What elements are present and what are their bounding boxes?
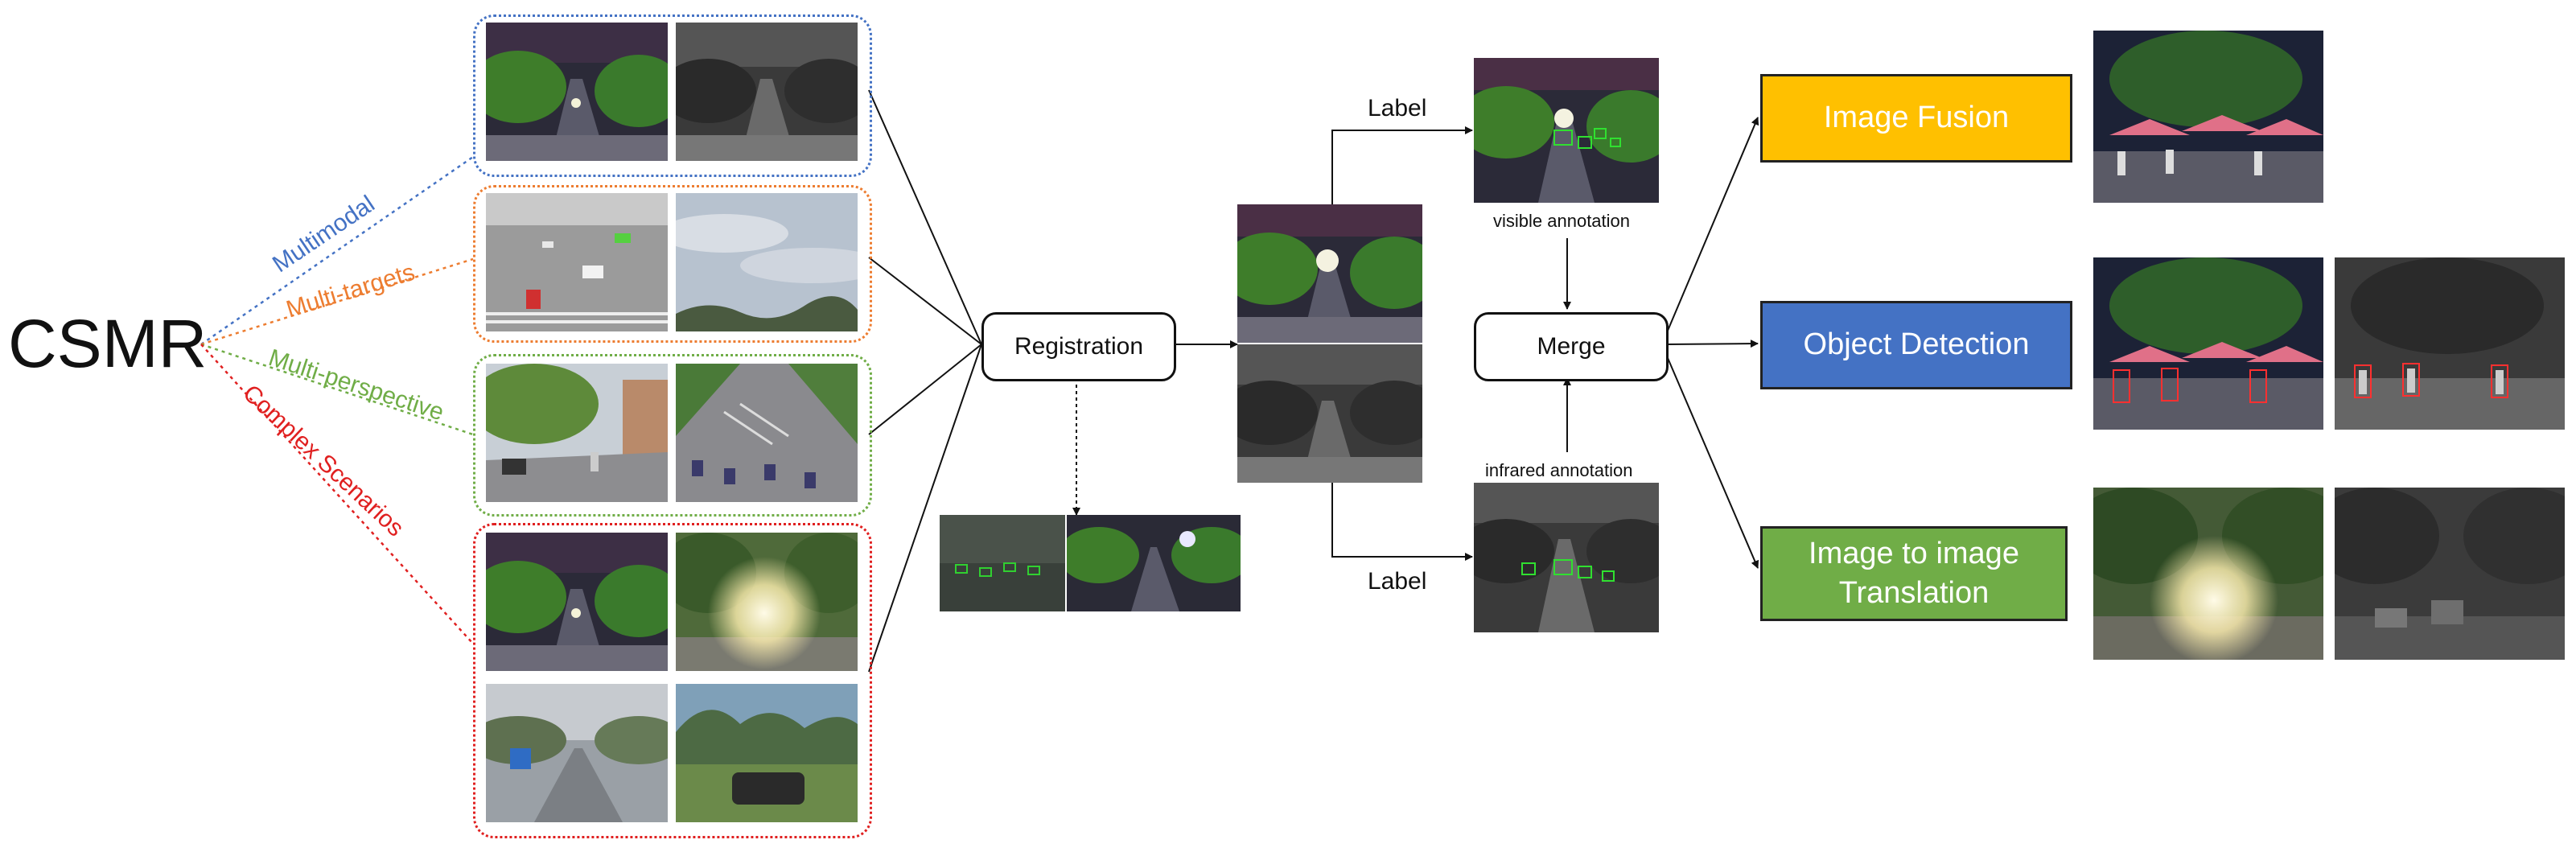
task-image-translation: Image to image Translation — [1760, 526, 2068, 621]
task-image-fusion: Image Fusion — [1760, 74, 2072, 163]
group-multi-perspective — [473, 354, 872, 517]
group-multimodal — [473, 14, 872, 177]
label-edge-top: Label — [1368, 95, 1427, 121]
photo-street-aerial-view — [676, 364, 858, 502]
group-multi-targets — [473, 185, 872, 343]
photo-cloudy-sky — [676, 193, 858, 331]
registration-node: Registration — [981, 312, 1176, 381]
photo-off-road-vehicle — [676, 684, 858, 822]
detection-visible-result-image — [2093, 257, 2323, 430]
arrow-pair-to-visible-annotation — [1331, 126, 1473, 204]
arrow-merge-to-translation — [1665, 352, 1759, 569]
line-multitargets-to-registration — [868, 257, 982, 345]
photo-infrared-night-street — [676, 23, 858, 161]
preview-registered-visible — [1067, 515, 1241, 611]
infrared-annotation-image — [1474, 483, 1659, 632]
photo-night-street — [486, 533, 668, 671]
diagram-title: CSMR — [8, 306, 208, 381]
translation-output-image — [2335, 488, 2565, 660]
photo-traffic-intersection — [486, 193, 668, 331]
arrow-merge-to-fusion — [1665, 117, 1759, 337]
branch-line-multimodal — [200, 155, 474, 346]
registered-infrared-image — [1237, 344, 1422, 483]
fusion-result-image — [2093, 31, 2323, 203]
line-perspective-to-registration — [868, 344, 982, 435]
visible-annotation-image — [1474, 58, 1659, 203]
label-edge-bottom: Label — [1368, 568, 1427, 595]
detection-infrared-result-image — [2335, 257, 2565, 430]
photo-rainy-road — [486, 684, 668, 822]
translation-input-image — [2093, 488, 2323, 660]
photo-visible-night-street — [486, 23, 668, 161]
registered-visible-image — [1237, 204, 1422, 343]
photo-headlight-glare — [676, 533, 858, 671]
line-multimodal-to-registration — [868, 89, 982, 345]
merge-node: Merge — [1474, 312, 1669, 381]
branch-line-complex-scenarios — [200, 344, 474, 644]
task-object-detection: Object Detection — [1760, 301, 2072, 389]
line-scenarios-to-registration — [868, 344, 982, 673]
photo-street-side-view — [486, 364, 668, 502]
group-complex-scenarios — [473, 523, 872, 838]
arrow-pair-to-infrared-annotation — [1331, 483, 1473, 561]
visible-annotation-caption: visible annotation — [1493, 211, 1631, 231]
preview-registered-infrared — [940, 515, 1065, 611]
infrared-annotation-caption: infrared annotation — [1485, 460, 1633, 480]
